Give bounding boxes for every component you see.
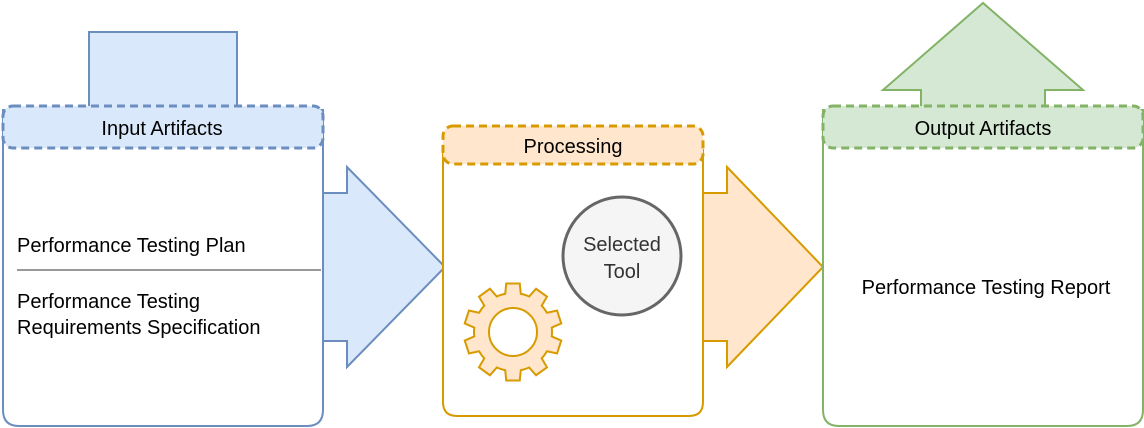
- selected-tool-label-line2: Tool: [604, 261, 641, 283]
- input-to-processing-arrow: [322, 164, 447, 370]
- input-stub: [88, 31, 238, 109]
- input-item-spec-line1: Performance Testing: [17, 291, 200, 313]
- processing-title: Processing: [524, 136, 623, 158]
- selected-tool-circle: [561, 195, 683, 317]
- output-header: [821, 104, 1144, 150]
- selected-tool-label-line1: Selected: [583, 234, 661, 256]
- gear-shape: [463, 282, 563, 382]
- gear-icon: [463, 282, 563, 382]
- output-up-arrow: [880, 1, 1086, 109]
- output-title: Output Artifacts: [915, 118, 1052, 140]
- processing-header: [441, 124, 705, 166]
- input-item-plan: Performance Testing Plan: [17, 235, 246, 257]
- output-item-report: Performance Testing Report: [862, 277, 1111, 299]
- processing-to-output-arrow: [702, 164, 825, 370]
- input-header: [1, 104, 325, 150]
- output-container: [822, 109, 1144, 427]
- input-title: Input Artifacts: [101, 118, 222, 140]
- input-item-spec-line2: Requirements Specification: [17, 317, 260, 339]
- input-container: [2, 109, 324, 427]
